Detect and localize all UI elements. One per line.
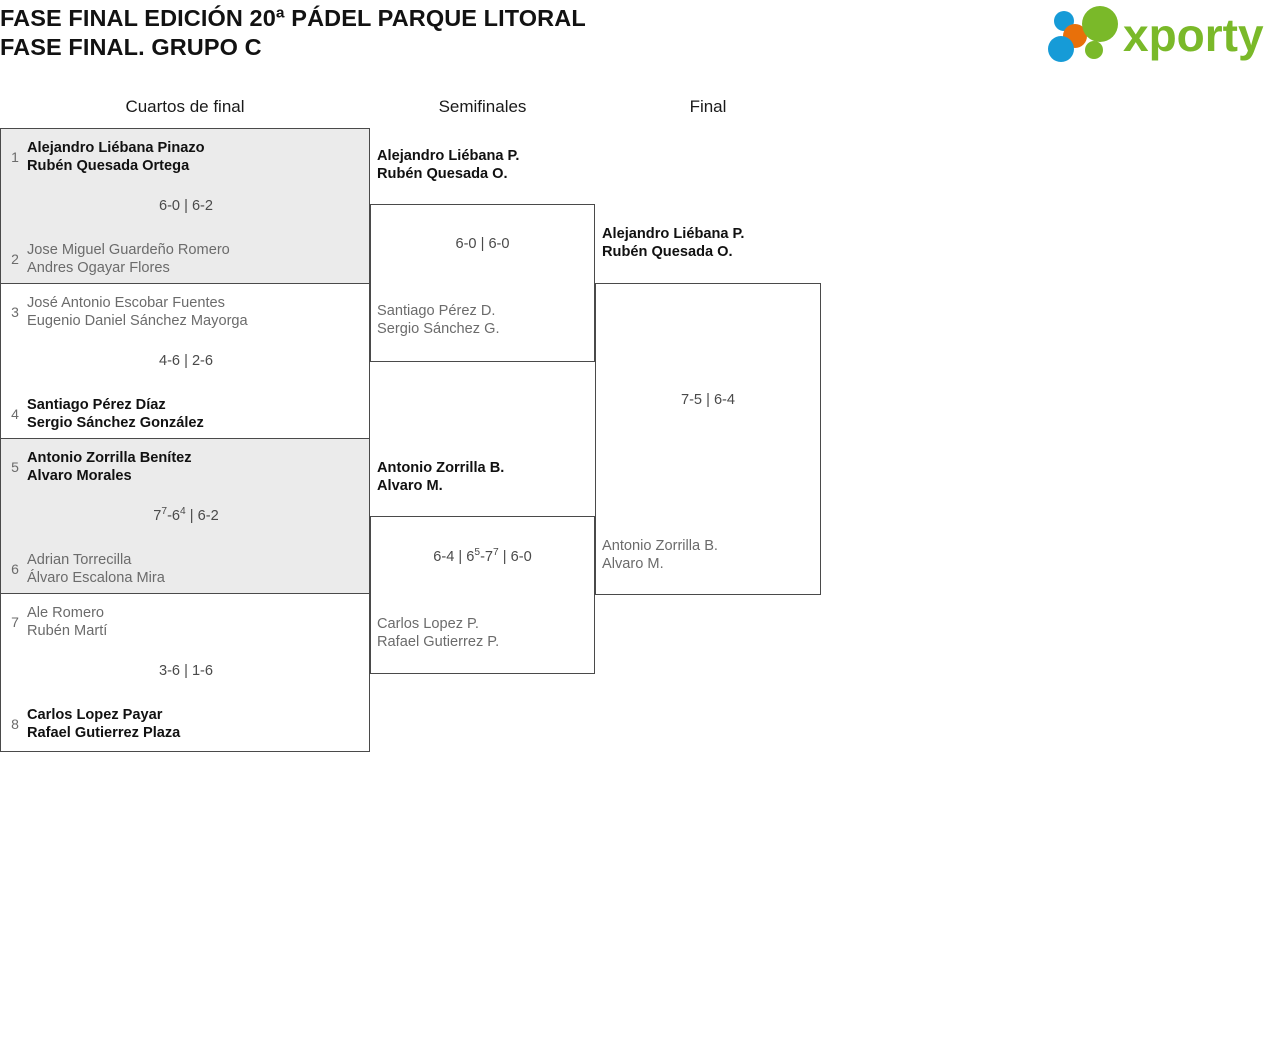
- player-name: Rubén Quesada O.: [602, 243, 733, 260]
- player-name: Antonio Zorrilla B.: [377, 460, 505, 476]
- semifinal-match-1-box[interactable]: [370, 204, 595, 362]
- match-score: 6-0 | 6-2: [158, 198, 214, 214]
- quarterfinal-match-2[interactable]: 3 José Antonio Escobar Fuentes Eugenio D…: [1, 284, 369, 439]
- semifinal-1-score: 6-0 | 6-0: [455, 236, 510, 252]
- seed-number: 7: [11, 614, 19, 630]
- player-name: Álvaro Escalona Mira: [27, 569, 165, 586]
- player-name: Rubén Quesada O.: [377, 165, 508, 182]
- column-header-quarterfinals: Cuartos de final: [125, 97, 245, 116]
- title-line-1: FASE FINAL EDICIÓN 20ª PÁDEL PARQUE LITO…: [0, 5, 586, 31]
- seed-number: 8: [11, 716, 19, 732]
- player-name: Antonio Zorrilla Benítez: [27, 450, 192, 466]
- seed-number: 2: [11, 251, 19, 267]
- player-name: Adrian Torrecilla: [27, 552, 132, 568]
- player-name: Antonio Zorrilla B.: [602, 538, 718, 554]
- column-header-semifinals: Semifinales: [438, 97, 527, 116]
- column-header-final: Final: [689, 97, 727, 116]
- team-bottom: Adrian Torrecilla Álvaro Escalona Mira: [27, 552, 165, 587]
- team-top: Antonio Zorrilla Benítez Alvaro Morales: [27, 450, 192, 485]
- seed-number: 5: [11, 459, 19, 475]
- semifinal-1-team-bottom: Santiago Pérez D. Sergio Sánchez G.: [377, 303, 500, 338]
- team-top: José Antonio Escobar Fuentes Eugenio Dan…: [27, 295, 248, 330]
- player-name: Rafael Gutierrez P.: [377, 633, 500, 650]
- player-name: Carlos Lopez P.: [377, 616, 479, 632]
- player-name: Alejandro Liébana P.: [377, 148, 520, 164]
- quarterfinal-match-1[interactable]: 1 Alejandro Liébana Pinazo Rubén Quesada…: [1, 129, 369, 284]
- player-name: Alejandro Liébana Pinazo: [27, 140, 205, 156]
- team-top: Ale Romero Rubén Martí: [27, 605, 107, 640]
- final-team-top: Alejandro Liébana P. Rubén Quesada O.: [602, 226, 744, 261]
- player-name: Alvaro M.: [602, 555, 664, 572]
- xporty-logo[interactable]: xporty: [1043, 5, 1275, 63]
- semifinal-match-2-box[interactable]: [370, 516, 595, 674]
- logo-dot-green-small: [1085, 41, 1103, 59]
- player-name: Alvaro Morales: [27, 467, 132, 484]
- page-title: FASE FINAL EDICIÓN 20ª PÁDEL PARQUE LITO…: [0, 4, 900, 62]
- player-name: Rubén Quesada Ortega: [27, 157, 190, 174]
- semifinal-2-team-top: Antonio Zorrilla B. Alvaro M.: [377, 460, 504, 495]
- player-name: José Antonio Escobar Fuentes: [27, 295, 225, 311]
- quarterfinal-match-4[interactable]: 7 Ale Romero Rubén Martí 3-6 | 1-6 8 Car…: [1, 594, 369, 749]
- player-name: Rafael Gutierrez Plaza: [27, 724, 181, 741]
- team-bottom: Santiago Pérez Díaz Sergio Sánchez Gonzá…: [27, 397, 204, 432]
- quarterfinals-column: 1 Alejandro Liébana Pinazo Rubén Quesada…: [0, 128, 370, 752]
- player-name: Alvaro M.: [377, 477, 443, 494]
- logo-dot-blue-bottom: [1048, 36, 1074, 62]
- player-name: Andres Ogayar Flores: [27, 259, 170, 276]
- team-bottom: Jose Miguel Guardeño Romero Andres Ogaya…: [27, 242, 230, 277]
- player-name: Jose Miguel Guardeño Romero: [27, 242, 230, 258]
- title-line-2: FASE FINAL. GRUPO C: [0, 34, 262, 60]
- match-score: 77-64 | 6-2: [153, 506, 219, 524]
- logo-wordmark: xporty: [1123, 9, 1264, 61]
- player-name: Sergio Sánchez González: [27, 414, 204, 431]
- semifinal-2-score: 6-4 | 65-77 | 6-0: [433, 547, 532, 565]
- team-top: Alejandro Liébana Pinazo Rubén Quesada O…: [27, 140, 205, 175]
- player-name: Santiago Pérez D.: [377, 303, 496, 319]
- player-name: Ale Romero: [27, 605, 105, 621]
- player-name: Carlos Lopez Payar: [27, 707, 163, 723]
- final-match-box[interactable]: [595, 283, 821, 595]
- seed-number: 1: [11, 149, 19, 165]
- player-name: Sergio Sánchez G.: [377, 320, 500, 337]
- final-team-bottom: Antonio Zorrilla B. Alvaro M.: [602, 538, 718, 573]
- player-name: Alejandro Liébana P.: [602, 226, 745, 242]
- final-score: 7-5 | 6-4: [680, 392, 736, 408]
- semifinal-1-team-top: Alejandro Liébana P. Rubén Quesada O.: [377, 148, 519, 183]
- quarterfinal-match-3[interactable]: 5 Antonio Zorrilla Benítez Alvaro Morale…: [1, 439, 369, 594]
- player-name: Eugenio Daniel Sánchez Mayorga: [27, 312, 248, 329]
- match-score: 4-6 | 2-6: [158, 353, 214, 369]
- logo-dot-green-large: [1082, 6, 1118, 42]
- semifinal-2-team-bottom: Carlos Lopez P. Rafael Gutierrez P.: [377, 616, 499, 651]
- seed-number: 3: [11, 304, 19, 320]
- seed-number: 6: [11, 561, 19, 577]
- page-header: FASE FINAL EDICIÓN 20ª PÁDEL PARQUE LITO…: [0, 0, 1280, 88]
- team-bottom: Carlos Lopez Payar Rafael Gutierrez Plaz…: [27, 707, 180, 742]
- player-name: Rubén Martí: [27, 622, 108, 639]
- match-score: 3-6 | 1-6: [158, 663, 214, 679]
- seed-number: 4: [11, 406, 19, 422]
- player-name: Santiago Pérez Díaz: [27, 397, 166, 413]
